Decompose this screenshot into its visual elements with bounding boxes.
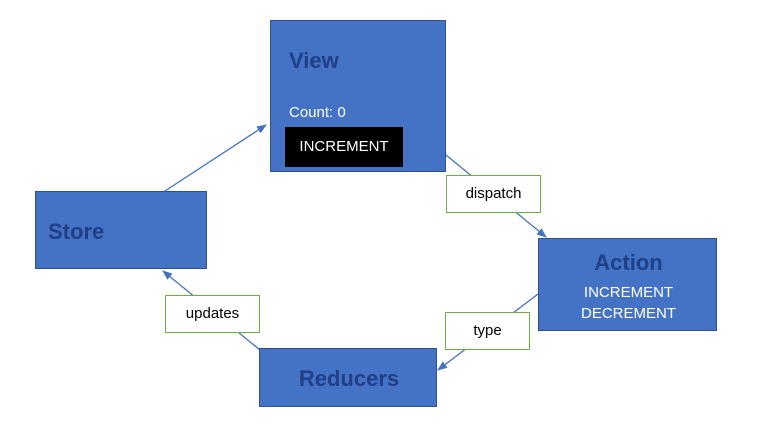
reducers-box: Reducers	[259, 348, 437, 407]
store-title: Store	[48, 219, 105, 244]
increment-button[interactable]: INCREMENT	[285, 127, 403, 167]
store-box: Store	[35, 191, 207, 269]
action-type-item: INCREMENT	[583, 284, 674, 301]
type-label: type	[445, 312, 530, 350]
action-type-list: INCREMENT DECREMENT	[539, 282, 718, 324]
dispatch-label: dispatch	[446, 175, 541, 213]
reducers-title: Reducers	[298, 366, 400, 391]
count-display: Count: 0	[289, 104, 346, 121]
action-box: Action INCREMENT DECREMENT	[538, 238, 717, 331]
view-title: View	[289, 48, 339, 73]
arrow-store-to-view	[164, 124, 267, 192]
action-type-item: DECREMENT	[580, 305, 676, 322]
updates-label: updates	[165, 295, 260, 333]
view-box: View Count: 0 INCREMENT	[270, 20, 446, 172]
action-title: Action	[594, 250, 663, 275]
